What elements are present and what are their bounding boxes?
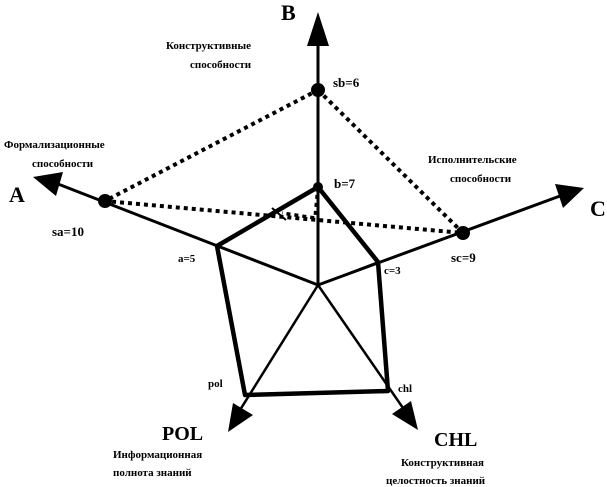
axis-letter-b: B bbox=[281, 0, 296, 25]
caption-pol-line1: Информационная bbox=[113, 449, 202, 461]
arrowhead-c bbox=[555, 184, 584, 208]
caption-c-line1: Исполнительские bbox=[428, 154, 517, 166]
point-sb-marker bbox=[311, 83, 325, 97]
caption-chl-line2: целостность знаний bbox=[386, 475, 486, 487]
arrowhead-a bbox=[33, 172, 63, 196]
spoke-line-a bbox=[216, 245, 319, 286]
point-sa-label: sa=10 bbox=[52, 224, 84, 239]
axis-line-pol bbox=[238, 284, 320, 411]
point-b-marker bbox=[313, 182, 323, 192]
caption-b-line1: Конструктивные bbox=[166, 40, 251, 52]
caption-b-line2: способности bbox=[190, 59, 252, 71]
axis-letter-a: A bbox=[9, 182, 25, 207]
arrowhead-chl bbox=[392, 401, 418, 430]
caption-c-line2: способности bbox=[450, 173, 512, 185]
target-profile-polygon bbox=[98, 87, 469, 236]
point-sc-marker bbox=[456, 226, 470, 240]
point-b-label: b=7 bbox=[334, 176, 356, 191]
axis-letter-c: C bbox=[590, 196, 606, 221]
point-chl-label: chl bbox=[398, 383, 412, 395]
inner-dotted-line bbox=[281, 186, 320, 221]
point-a-label: a=5 bbox=[178, 253, 196, 265]
axis-letter-chl: CHL bbox=[434, 429, 477, 451]
caption-pol-line2: полнота знаний bbox=[113, 467, 192, 479]
inner-dotted-tick bbox=[271, 207, 287, 221]
spoke-line-c bbox=[317, 261, 379, 286]
axis-letter-pol: POL bbox=[162, 423, 203, 445]
caption-a-line1: Формализационные bbox=[4, 139, 105, 151]
point-sc-label: sc=9 bbox=[451, 250, 476, 265]
current-profile-polygon bbox=[214, 184, 391, 398]
arrowhead-b bbox=[307, 12, 329, 46]
caption-a-line2: способности bbox=[32, 158, 94, 170]
arrowhead-pol bbox=[228, 403, 253, 432]
point-c-label: c=3 bbox=[384, 265, 401, 277]
caption-chl-line1: Конструктивная bbox=[401, 457, 484, 469]
point-sb-label: sb=6 bbox=[333, 75, 360, 90]
point-pol-label: pol bbox=[208, 378, 223, 390]
point-sa-marker bbox=[98, 194, 112, 208]
